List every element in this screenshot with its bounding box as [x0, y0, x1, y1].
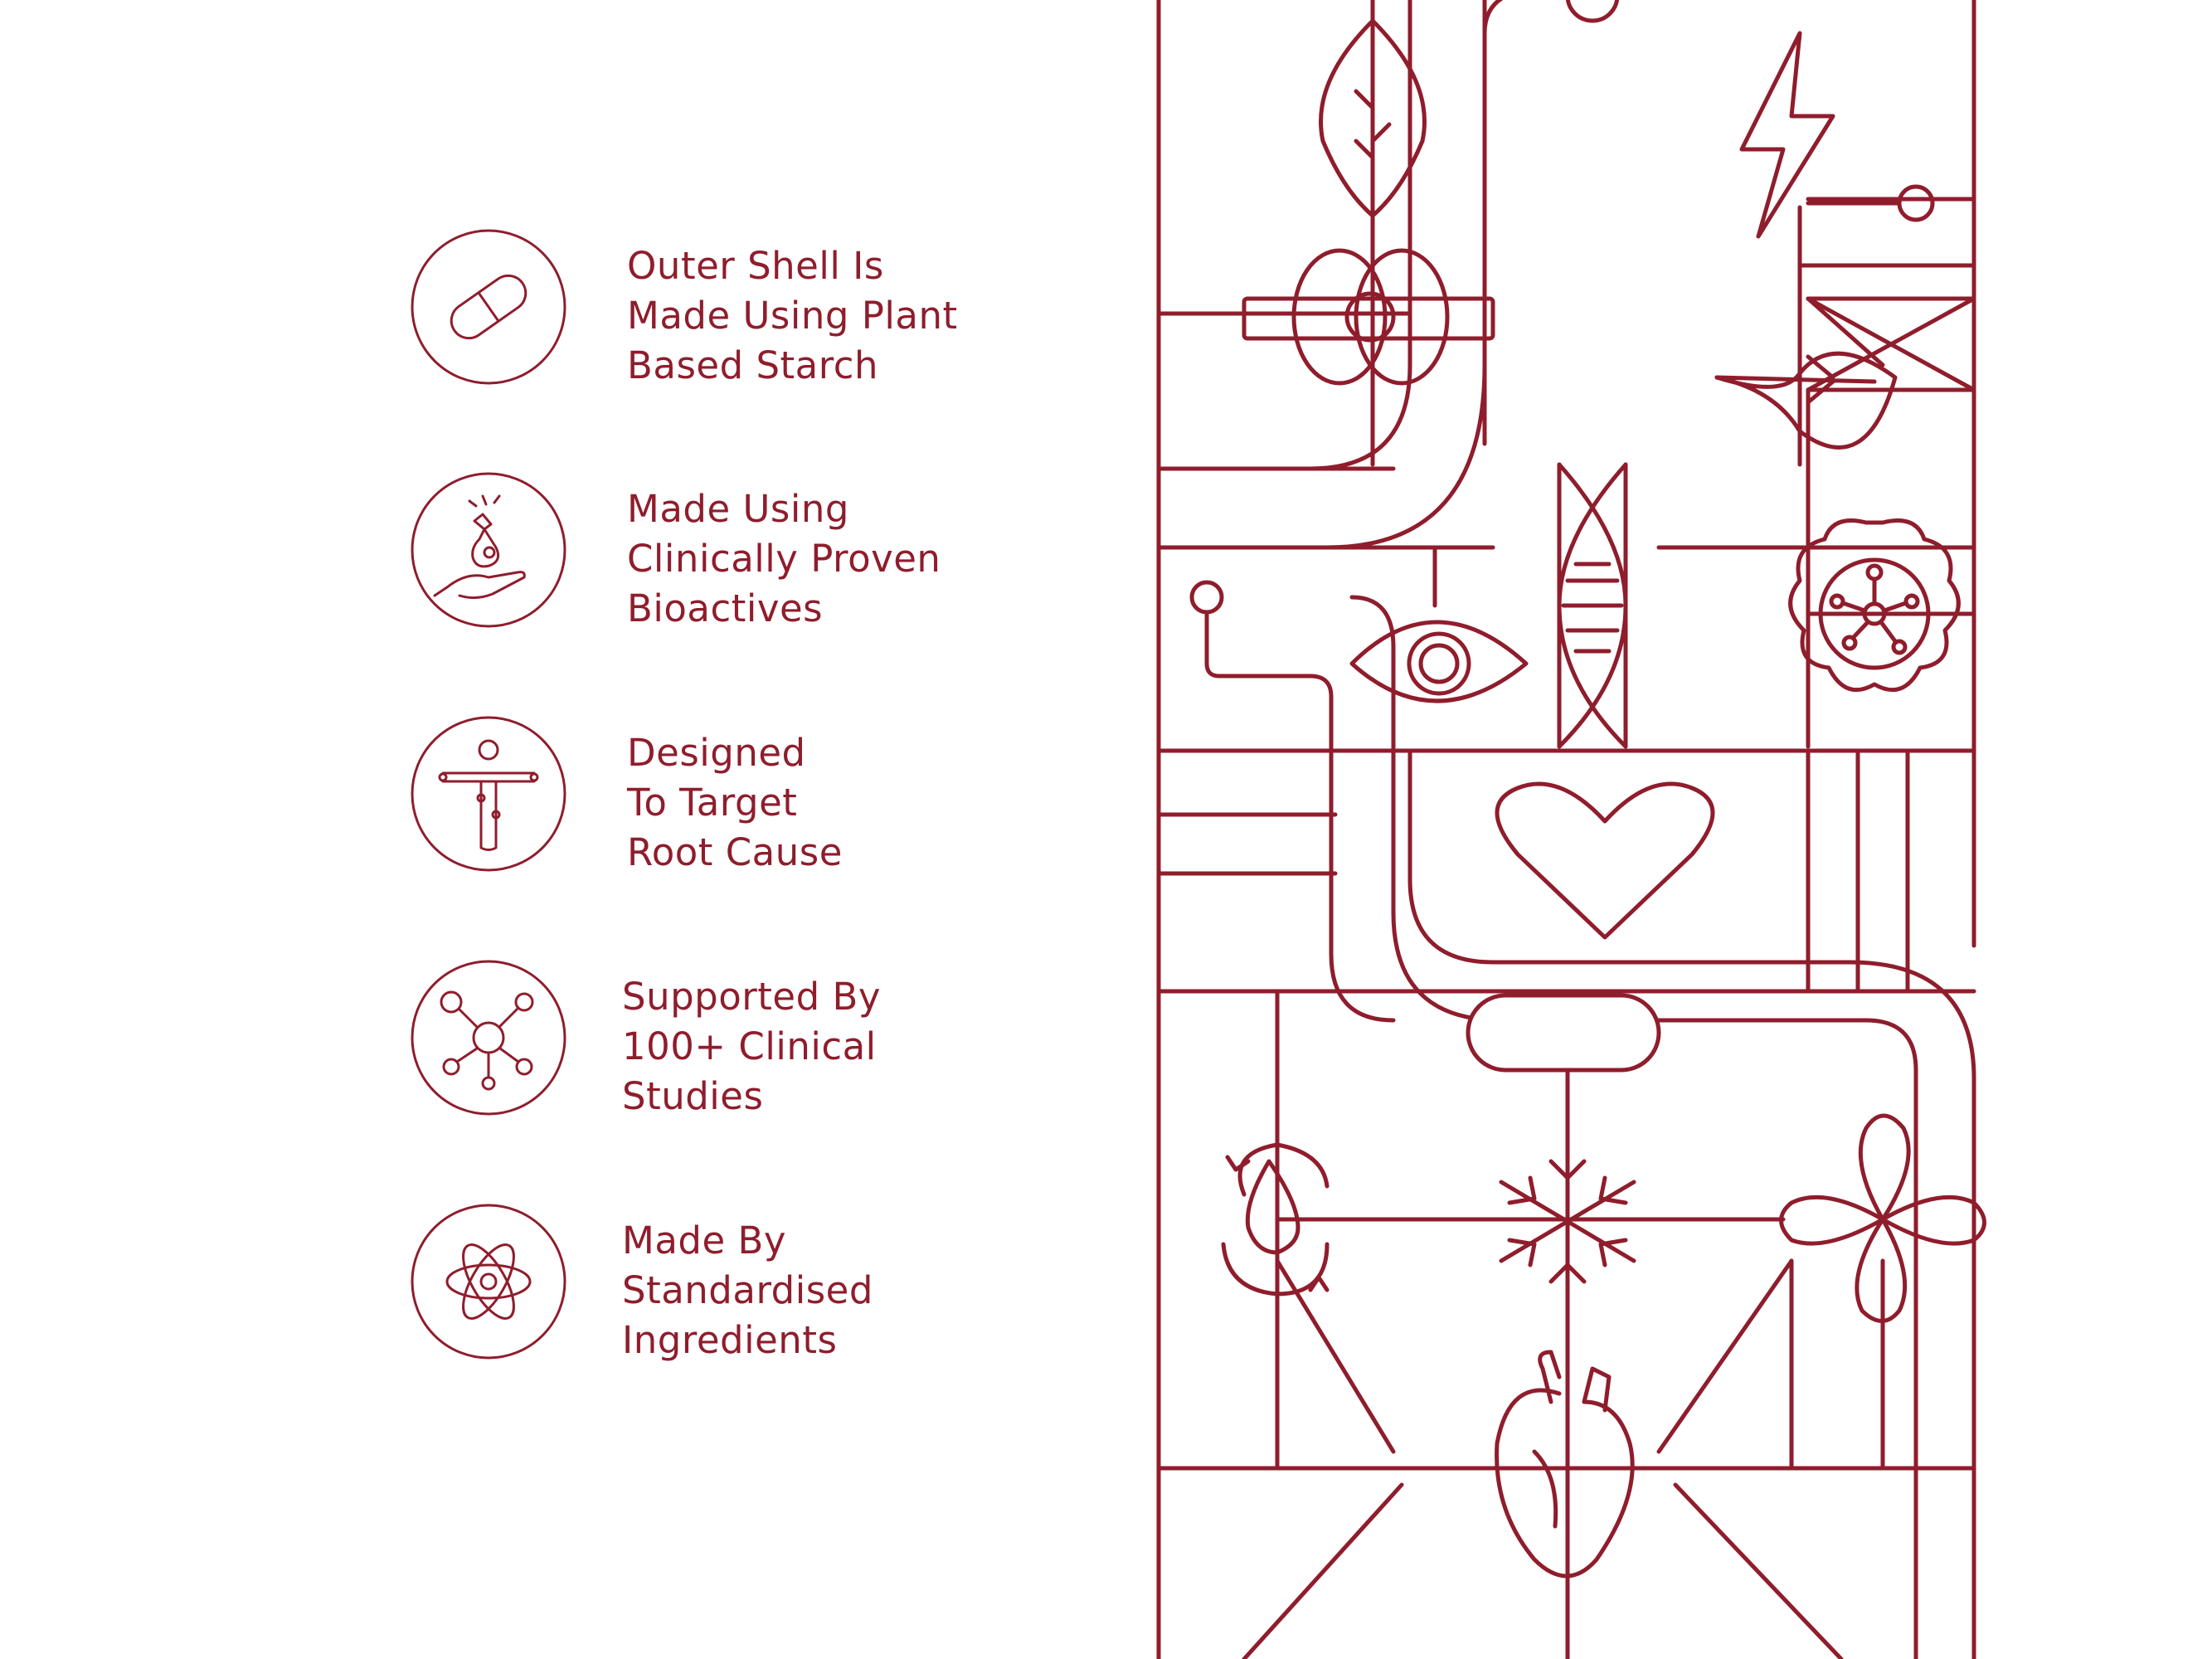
illustration-grid: [1156, 0, 1976, 1659]
body-target-icon: [410, 715, 567, 873]
atom-icon: [410, 1203, 567, 1360]
eye-icon: [1349, 620, 1529, 703]
feature-label: Made By Standardised Ingredients: [622, 1219, 873, 1362]
brain-icon: [1242, 248, 1495, 386]
molecule-icon: [410, 959, 567, 1117]
decorative-illustration: [1145, 0, 2212, 1659]
feature-label: Made Using Clinically Proven Bioactives: [627, 487, 941, 630]
propeller-flower-icon: [1779, 1113, 1986, 1323]
feature-item: Made By Standardised Ingredients: [410, 1203, 1090, 1362]
lightning-icon: [1739, 31, 1935, 239]
top-circle-icon: [1565, 0, 1620, 23]
leaf-icon: [1714, 351, 1898, 450]
flower-molecule-icon: [1788, 518, 1961, 693]
dna-icon: [1557, 462, 1628, 749]
lab-flask-hand-icon: [410, 471, 567, 629]
capsule-icon: [410, 228, 567, 386]
water-drop-cycle-icon: [1221, 1142, 1330, 1297]
feature-item: Supported By 100+ Clinical Studies: [410, 959, 1090, 1118]
feature-item: Designed To Target Root Cause: [410, 715, 1090, 874]
feature-label: Designed To Target Root Cause: [627, 731, 843, 874]
snowflake-icon: [1499, 1146, 1636, 1297]
feature-label: Supported By 100+ Clinical Studies: [622, 975, 881, 1118]
feature-item: Made Using Clinically Proven Bioactives: [410, 471, 1090, 630]
capsule-icon: [1466, 993, 1661, 1073]
anatomical-heart-icon: [1495, 1350, 1635, 1579]
feature-list: Outer Shell Is Made Using Plant Based St…: [410, 228, 1090, 1362]
feature-item: Outer Shell Is Made Using Plant Based St…: [410, 228, 1090, 387]
feature-label: Outer Shell Is Made Using Plant Based St…: [627, 244, 958, 387]
heart-icon: [1495, 781, 1715, 940]
leaf-icon: [1319, 18, 1427, 218]
